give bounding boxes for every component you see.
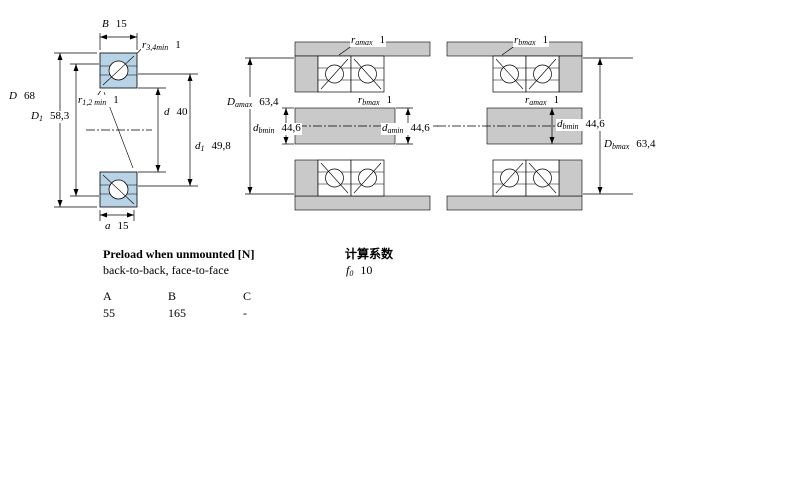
housing-bottom (294, 195, 431, 211)
left-bearing-drawing (54, 33, 198, 221)
preload-col-a-header: A (103, 289, 112, 303)
preload-value-a: 55 (103, 306, 115, 320)
calc-factors-title: 计算系数 (345, 247, 394, 261)
shoulder-top (294, 55, 319, 93)
preload-value-c: - (243, 306, 247, 320)
preload-value-b: 165 (168, 306, 186, 320)
right-arrangement-drawing-face-to-face (437, 41, 633, 211)
left-top-section (99, 52, 138, 89)
preload-col-b-header: B (168, 289, 177, 303)
shoulder-bottom (558, 159, 583, 197)
shoulder-bottom (294, 159, 319, 197)
housing-and-shaft (294, 41, 431, 211)
bearing-pair (492, 55, 560, 197)
shoulder-top (558, 55, 583, 93)
preload-title: Preload when unmounted [N] (103, 247, 255, 261)
left-dimension-lines (54, 33, 198, 221)
middle-arrangement-drawing-back-to-back (245, 41, 438, 211)
left-bottom-section (99, 171, 138, 208)
bearing-pair (317, 55, 385, 197)
housing-bottom (446, 195, 583, 211)
preload-subtitle: back-to-back, face-to-face (103, 263, 229, 277)
housing-and-shaft (446, 41, 583, 211)
preload-col-c-header: C (243, 289, 252, 303)
